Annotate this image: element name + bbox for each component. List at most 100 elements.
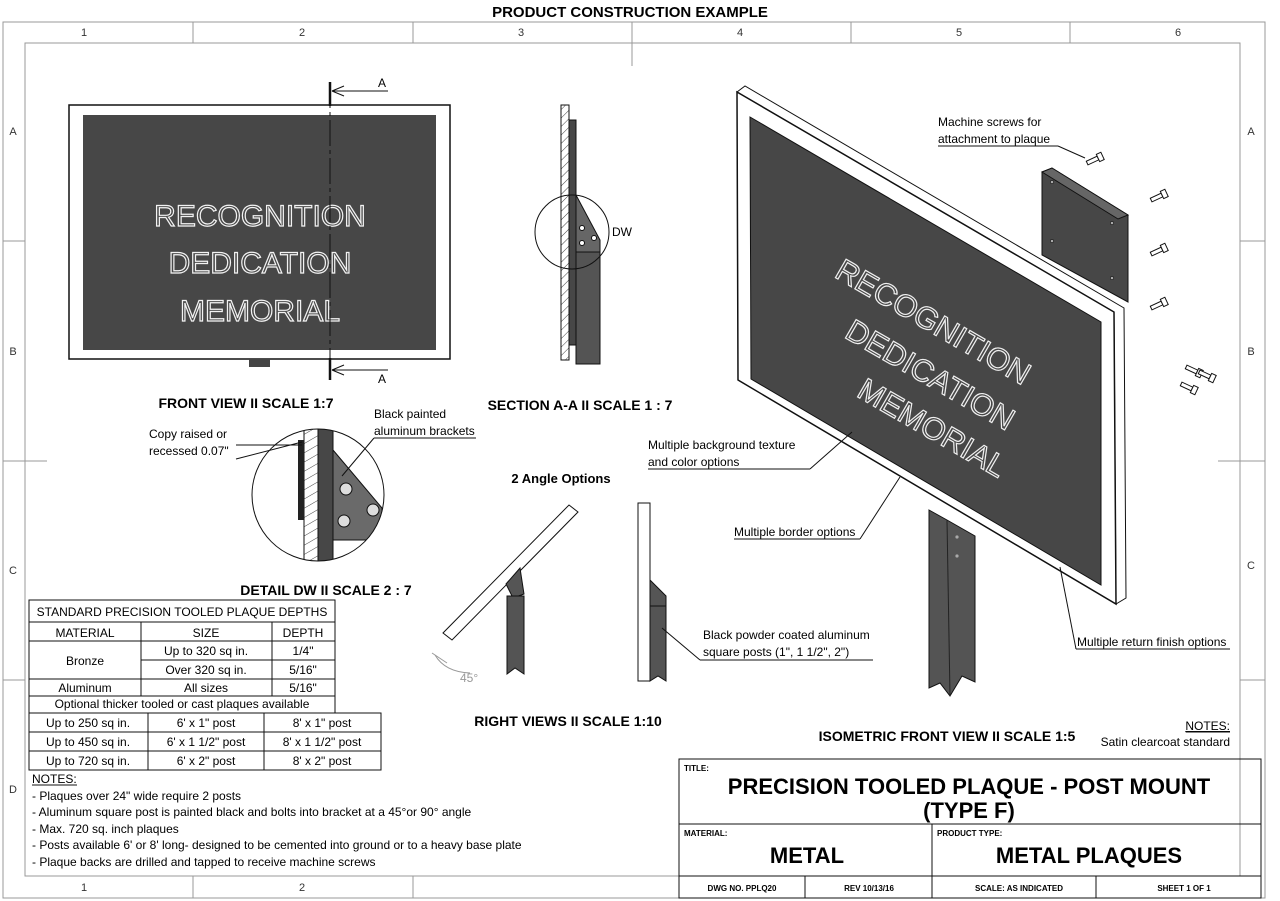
- note-item-4: - Posts available 6' or 8' long- designe…: [32, 838, 522, 852]
- iso-screws-label-line1: Machine screws for: [938, 115, 1041, 129]
- depth-aluminum-depth: 5/16": [289, 681, 317, 695]
- section-view-caption: SECTION A-A II SCALE 1 : 7: [488, 397, 673, 413]
- col-label-3: 3: [518, 27, 524, 39]
- iso-screws: [1085, 151, 1217, 396]
- post-row-3-8ft: 8' x 2" post: [293, 754, 352, 768]
- vertical-post: [649, 605, 667, 682]
- dwg-number: DWG NO. PPLQ20: [708, 884, 777, 893]
- iso-view: RECOGNITION DEDICATION MEMORIAL Machine …: [648, 85, 1230, 749]
- sheet-number: SHEET 1 OF 1: [1157, 884, 1211, 893]
- depth-bronze-depth-1: 1/4": [293, 644, 314, 658]
- product-type-label: PRODUCT TYPE:: [937, 829, 1002, 838]
- front-plaque-face: [83, 115, 436, 350]
- row-label-d-left: D: [9, 784, 17, 796]
- post-table: Up to 250 sq in. 6' x 1" post 8' x 1" po…: [28, 712, 382, 771]
- angled-bracket: [505, 566, 525, 599]
- depth-aluminum-material: Aluminum: [58, 681, 111, 695]
- front-post-stub: [249, 359, 270, 367]
- front-line-3: MEMORIAL: [180, 295, 340, 328]
- iso-notes-text: Satin clearcoat standard: [1101, 735, 1230, 749]
- vertical-plaque: [637, 502, 651, 682]
- post-row-1-6ft: 6' x 1" post: [177, 716, 236, 730]
- right-views-caption: RIGHT VIEWS II SCALE 1:10: [474, 713, 662, 729]
- iso-return-label: Multiple return finish options: [1077, 635, 1226, 649]
- scale: SCALE: AS INDICATED: [975, 884, 1063, 893]
- front-line-2: DEDICATION: [169, 247, 352, 280]
- section-view: DW SECTION A-A II SCALE 1 : 7: [488, 104, 673, 413]
- depth-header-material: MATERIAL: [55, 626, 114, 640]
- section-marker-top: A: [378, 76, 386, 90]
- depth-table-title: STANDARD PRECISION TOOLED PLAQUE DEPTHS: [37, 605, 328, 619]
- col-label-1: 1: [81, 27, 87, 39]
- revision: REV 10/13/16: [844, 884, 894, 893]
- detail-bracket-label-line1: Black painted: [374, 407, 446, 421]
- detail-view-caption: DETAIL DW II SCALE 2 : 7: [240, 582, 412, 598]
- depth-aluminum-size: All sizes: [184, 681, 228, 695]
- title-line-1: PRECISION TOOLED PLAQUE - POST MOUNT: [728, 774, 1211, 799]
- depth-bronze-material: Bronze: [66, 654, 104, 668]
- section-marker-bottom: A: [378, 372, 386, 386]
- post-label-line2: square posts (1", 1 1/2", 2"): [703, 645, 849, 659]
- bottom-col-label-2: 2: [299, 882, 305, 894]
- section-plaque-hatch: [560, 104, 570, 361]
- note-item-1: - Plaques over 24" wide require 2 posts: [32, 789, 241, 803]
- depth-header-size: SIZE: [193, 626, 220, 640]
- depth-bronze-depth-2: 5/16": [289, 663, 317, 677]
- iso-texture-label-line2: and color options: [648, 455, 739, 469]
- note-item-5: - Plaque backs are drilled and tapped to…: [32, 855, 376, 869]
- angled-post: [506, 595, 525, 675]
- col-label-5: 5: [956, 27, 962, 39]
- iso-plaque-face: [749, 116, 1102, 586]
- iso-notes-title: NOTES:: [1185, 719, 1230, 733]
- notes-title: NOTES:: [32, 772, 77, 786]
- row-label-b-right: B: [1247, 346, 1254, 358]
- front-view: RECOGNITION DEDICATION MEMORIAL A A FRON…: [68, 76, 451, 411]
- iso-mount-plate-edge: [1040, 167, 1130, 220]
- detail-view: Copy raised or recessed 0.07" Black pain…: [149, 407, 476, 598]
- sheet-header-title: PRODUCT CONSTRUCTION EXAMPLE: [492, 4, 768, 21]
- depth-table-footer: Optional thicker tooled or cast plaques …: [55, 697, 310, 711]
- iso-border-label: Multiple border options: [734, 525, 855, 539]
- depth-bronze-size-2: Over 320 sq in.: [165, 663, 246, 677]
- front-line-1: RECOGNITION: [154, 200, 366, 233]
- post-row-2-size: Up to 450 sq in.: [46, 735, 130, 749]
- post-row-3-size: Up to 720 sq in.: [46, 754, 130, 768]
- outer-border: [2, 21, 1266, 899]
- col-label-4: 4: [737, 27, 743, 39]
- title-block: TITLE: PRECISION TOOLED PLAQUE - POST MO…: [678, 758, 1262, 899]
- iso-post: [928, 509, 976, 697]
- row-label-a-right: A: [1247, 126, 1255, 138]
- section-arrow-bottom: [331, 364, 388, 376]
- post-row-2-8ft: 8' x 1 1/2" post: [283, 735, 362, 749]
- section-detail-callout-label: DW: [612, 225, 633, 239]
- post-row-1-8ft: 8' x 1" post: [293, 716, 352, 730]
- col-label-2: 2: [299, 27, 305, 39]
- iso-screws-label-line2: attachment to plaque: [938, 132, 1050, 146]
- post-row-3-6ft: 6' x 2" post: [177, 754, 236, 768]
- detail-bracket-label-line2: aluminum brackets: [374, 424, 475, 438]
- post-label-line1: Black powder coated aluminum: [703, 628, 870, 642]
- angle-label: 45°: [460, 671, 478, 685]
- detail-circle: [251, 428, 385, 562]
- note-item-3: - Max. 720 sq. inch plaques: [32, 822, 179, 836]
- bottom-col-label-1: 1: [81, 882, 87, 894]
- material-label: MATERIAL:: [684, 829, 727, 838]
- title-line-2: (TYPE F): [923, 798, 1015, 823]
- section-arrow-top: [331, 85, 388, 97]
- angle-arc: [434, 654, 471, 674]
- col-label-6: 6: [1175, 27, 1181, 39]
- depth-table: STANDARD PRECISION TOOLED PLAQUE DEPTHS …: [28, 599, 336, 714]
- depth-header-depth: DEPTH: [283, 626, 324, 640]
- depth-bronze-size-1: Up to 320 sq in.: [164, 644, 248, 658]
- zone-dividers: [3, 22, 1265, 898]
- iso-view-caption: ISOMETRIC FRONT VIEW II SCALE 1:5: [819, 728, 1076, 744]
- note-item-2: - Aluminum square post is painted black …: [32, 805, 472, 819]
- material-value: METAL: [770, 843, 844, 868]
- angle-options-title: 2 Angle Options: [511, 471, 610, 486]
- row-label-c-left: C: [9, 565, 17, 577]
- row-label-a-left: A: [9, 126, 17, 138]
- right-views: 2 Angle Options 45° Black powder coated …: [431, 471, 873, 729]
- angled-plaque: [442, 504, 579, 641]
- row-label-b-left: B: [9, 346, 16, 358]
